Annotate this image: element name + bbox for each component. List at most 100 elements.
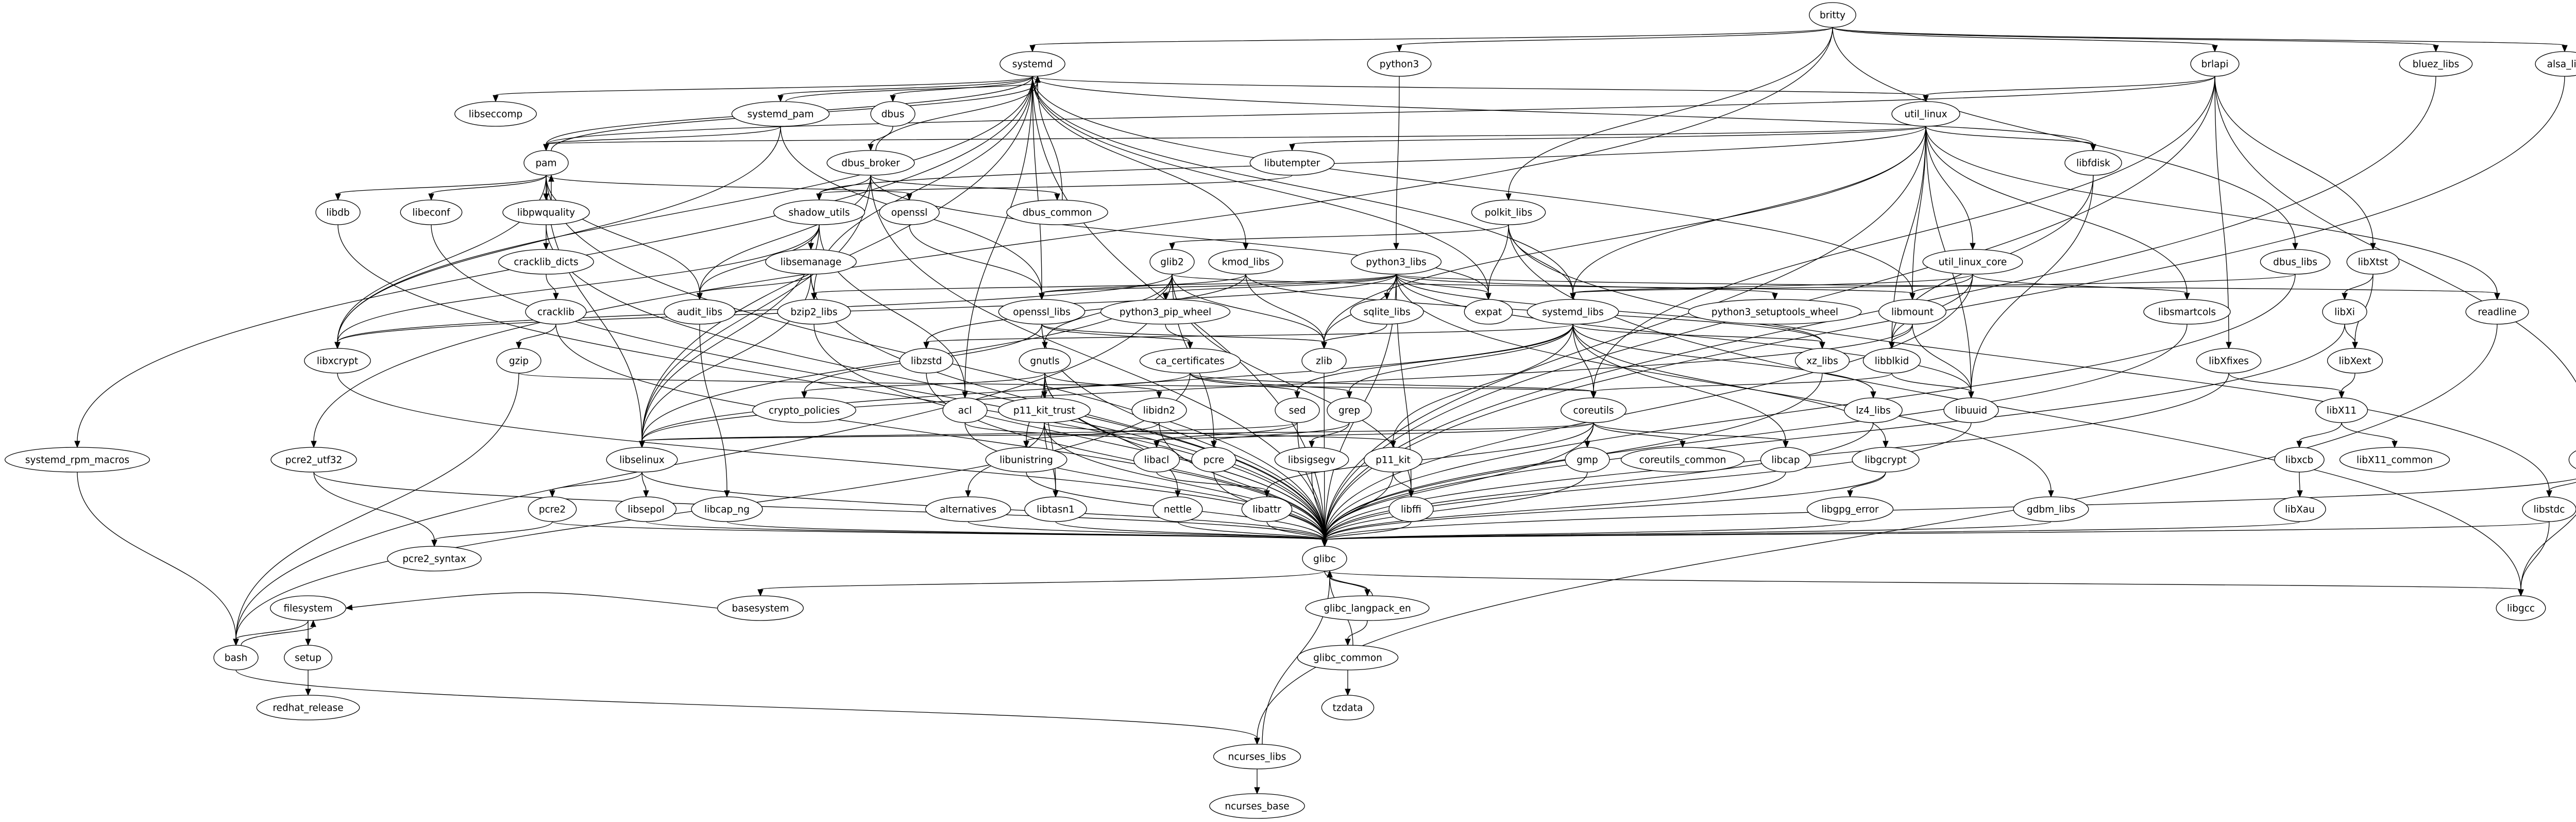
node-glibc_langpack_en[interactable]: glibc_langpack_en — [1305, 595, 1430, 621]
node-p11_kit[interactable]: p11_kit — [1364, 447, 1422, 473]
node-gdbm_libs[interactable]: gdbm_libs — [2013, 496, 2089, 522]
node-libX11_common[interactable]: libX11_common — [2339, 447, 2450, 473]
node-pcre2_syntax[interactable]: pcre2_syntax — [387, 546, 482, 572]
node-libfdisk[interactable]: libfdisk — [2064, 150, 2122, 176]
node-pcre2[interactable]: pcre2 — [528, 496, 577, 522]
node-cracklib[interactable]: cracklib — [525, 299, 587, 325]
node-redhat_release[interactable]: redhat_release — [256, 695, 360, 720]
node-coreutils[interactable]: coreutils — [1560, 397, 1627, 423]
node-acl[interactable]: acl — [942, 397, 988, 423]
node-p11_kit_trust[interactable]: p11_kit_trust — [998, 397, 1091, 423]
node-sqlite_libs[interactable]: sqlite_libs — [1350, 299, 1424, 325]
node-libXfixes[interactable]: libXfixes — [2196, 348, 2262, 374]
node-libxcb[interactable]: libxcb — [2274, 447, 2325, 473]
node-libicu[interactable]: libicu — [2568, 447, 2576, 472]
node-grep[interactable]: grep — [1327, 397, 1372, 423]
node-libidn2[interactable]: libidn2 — [1131, 397, 1187, 423]
node-zlib[interactable]: zlib — [1301, 348, 1347, 374]
node-libxcrypt[interactable]: libxcrypt — [304, 348, 371, 374]
node-libsemanage[interactable]: libsemanage — [765, 249, 857, 275]
node-libXau[interactable]: libXau — [2274, 496, 2326, 522]
node-tzdata[interactable]: tzdata — [1321, 695, 1375, 720]
node-libunistring[interactable]: libunistring — [985, 447, 1067, 473]
node-sed[interactable]: sed — [1275, 397, 1320, 423]
node-dbus_common[interactable]: dbus_common — [1006, 199, 1108, 225]
node-python3_setuptools_wheel[interactable]: python3_setuptools_wheel — [1688, 299, 1862, 325]
node-glibc_common[interactable]: glibc_common — [1297, 645, 1399, 670]
node-libutempter[interactable]: libutempter — [1249, 150, 1335, 176]
node-dbus_broker[interactable]: dbus_broker — [826, 150, 915, 176]
node-bash[interactable]: bash — [213, 645, 259, 670]
node-libsmartcols[interactable]: libsmartcols — [2143, 299, 2231, 325]
node-openssl_libs[interactable]: openssl_libs — [998, 299, 1086, 325]
node-libXtst[interactable]: libXtst — [2346, 249, 2400, 275]
node-python3_libs[interactable]: python3_libs — [1350, 249, 1442, 275]
node-libblkid[interactable]: libblkid — [1862, 348, 1921, 374]
node-libpwquality[interactable]: libpwquality — [502, 199, 590, 225]
node-libcap[interactable]: libcap — [1760, 447, 1811, 473]
node-crypto_policies[interactable]: crypto_policies — [752, 397, 856, 423]
node-ncurses_base[interactable]: ncurses_base — [1209, 793, 1305, 819]
node-libsepol[interactable]: libsepol — [615, 496, 677, 522]
node-cracklib_dicts[interactable]: cracklib_dicts — [498, 249, 594, 275]
node-libcap_ng[interactable]: libcap_ng — [691, 496, 763, 522]
node-libtasn1[interactable]: libtasn1 — [1024, 496, 1087, 522]
node-libXi[interactable]: libXi — [2322, 299, 2367, 325]
node-bluez_libs[interactable]: bluez_libs — [2399, 51, 2473, 77]
node-systemd_libs[interactable]: systemd_libs — [1527, 299, 1619, 325]
node-libdb[interactable]: libdb — [315, 199, 361, 225]
node-alsa_lib[interactable]: alsa_lib — [2535, 51, 2576, 77]
node-util_linux_core[interactable]: util_linux_core — [1922, 249, 2023, 275]
node-libgpg_error[interactable]: libgpg_error — [1806, 496, 1894, 522]
node-pcre[interactable]: pcre — [1191, 447, 1236, 473]
node-glibc[interactable]: glibc — [1302, 546, 1347, 572]
node-pcre2_utf32[interactable]: pcre2_utf32 — [270, 447, 357, 473]
node-libeconf[interactable]: libeconf — [400, 199, 463, 225]
node-pam[interactable]: pam — [523, 150, 569, 176]
node-gnutls[interactable]: gnutls — [1019, 348, 1071, 374]
node-libgcrypt[interactable]: libgcrypt — [1852, 447, 1920, 473]
node-ncurses_libs[interactable]: ncurses_libs — [1213, 744, 1301, 769]
node-libstdc[interactable]: libstdc — [2522, 496, 2576, 522]
node-openssl[interactable]: openssl — [879, 199, 940, 225]
node-expat[interactable]: expat — [1464, 299, 1513, 325]
node-libseccomp[interactable]: libseccomp — [454, 101, 537, 127]
node-setup[interactable]: setup — [284, 645, 332, 670]
node-systemd[interactable]: systemd — [999, 51, 1065, 77]
node-gzip[interactable]: gzip — [496, 348, 541, 374]
node-libselinux[interactable]: libselinux — [606, 447, 678, 473]
node-gmp[interactable]: gmp — [1565, 447, 1610, 473]
node-libzstd[interactable]: libzstd — [899, 348, 954, 374]
node-readline[interactable]: readline — [2465, 299, 2529, 325]
node-glib2[interactable]: glib2 — [1149, 249, 1195, 275]
node-lz4_libs[interactable]: lz4_libs — [1844, 397, 1903, 423]
node-filesystem[interactable]: filesystem — [269, 595, 347, 621]
node-xz_libs[interactable]: xz_libs — [1794, 348, 1850, 374]
node-bzip2_libs[interactable]: bzip2_libs — [777, 299, 851, 325]
node-libattr[interactable]: libattr — [1241, 496, 1293, 522]
node-systemd_pam[interactable]: systemd_pam — [731, 101, 830, 127]
node-britty[interactable]: britty — [1809, 2, 1856, 28]
node-brlapi[interactable]: brlapi — [2190, 51, 2240, 77]
node-shadow_utils[interactable]: shadow_utils — [773, 199, 866, 225]
node-libacl[interactable]: libacl — [1133, 447, 1180, 473]
node-libXext[interactable]: libXext — [2327, 348, 2383, 374]
node-python3[interactable]: python3 — [1367, 51, 1432, 77]
node-libffi[interactable]: libffi — [1388, 496, 1434, 522]
node-basesystem[interactable]: basesystem — [717, 595, 804, 621]
node-util_linux[interactable]: util_linux — [1891, 101, 1960, 127]
node-nettle[interactable]: nettle — [1153, 496, 1203, 522]
node-alternatives[interactable]: alternatives — [925, 496, 1011, 522]
node-libX11[interactable]: libX11 — [2315, 397, 2368, 423]
node-coreutils_common[interactable]: coreutils_common — [1620, 447, 1745, 473]
node-kmod_libs[interactable]: kmod_libs — [1208, 249, 1283, 275]
node-audit_libs[interactable]: audit_libs — [664, 299, 736, 325]
node-python3_pip_wheel[interactable]: python3_pip_wheel — [1100, 299, 1231, 325]
node-polkit_libs[interactable]: polkit_libs — [1471, 199, 1546, 225]
node-libmount[interactable]: libmount — [1878, 299, 1946, 325]
node-ca_certificates[interactable]: ca_certificates — [1139, 348, 1241, 374]
node-systemd_rpm_macros[interactable]: systemd_rpm_macros — [4, 447, 150, 473]
node-dbus[interactable]: dbus — [870, 101, 916, 127]
node-libsigsegv[interactable]: libsigsegv — [1274, 447, 1349, 473]
node-libuuid[interactable]: libuuid — [1943, 397, 1999, 423]
